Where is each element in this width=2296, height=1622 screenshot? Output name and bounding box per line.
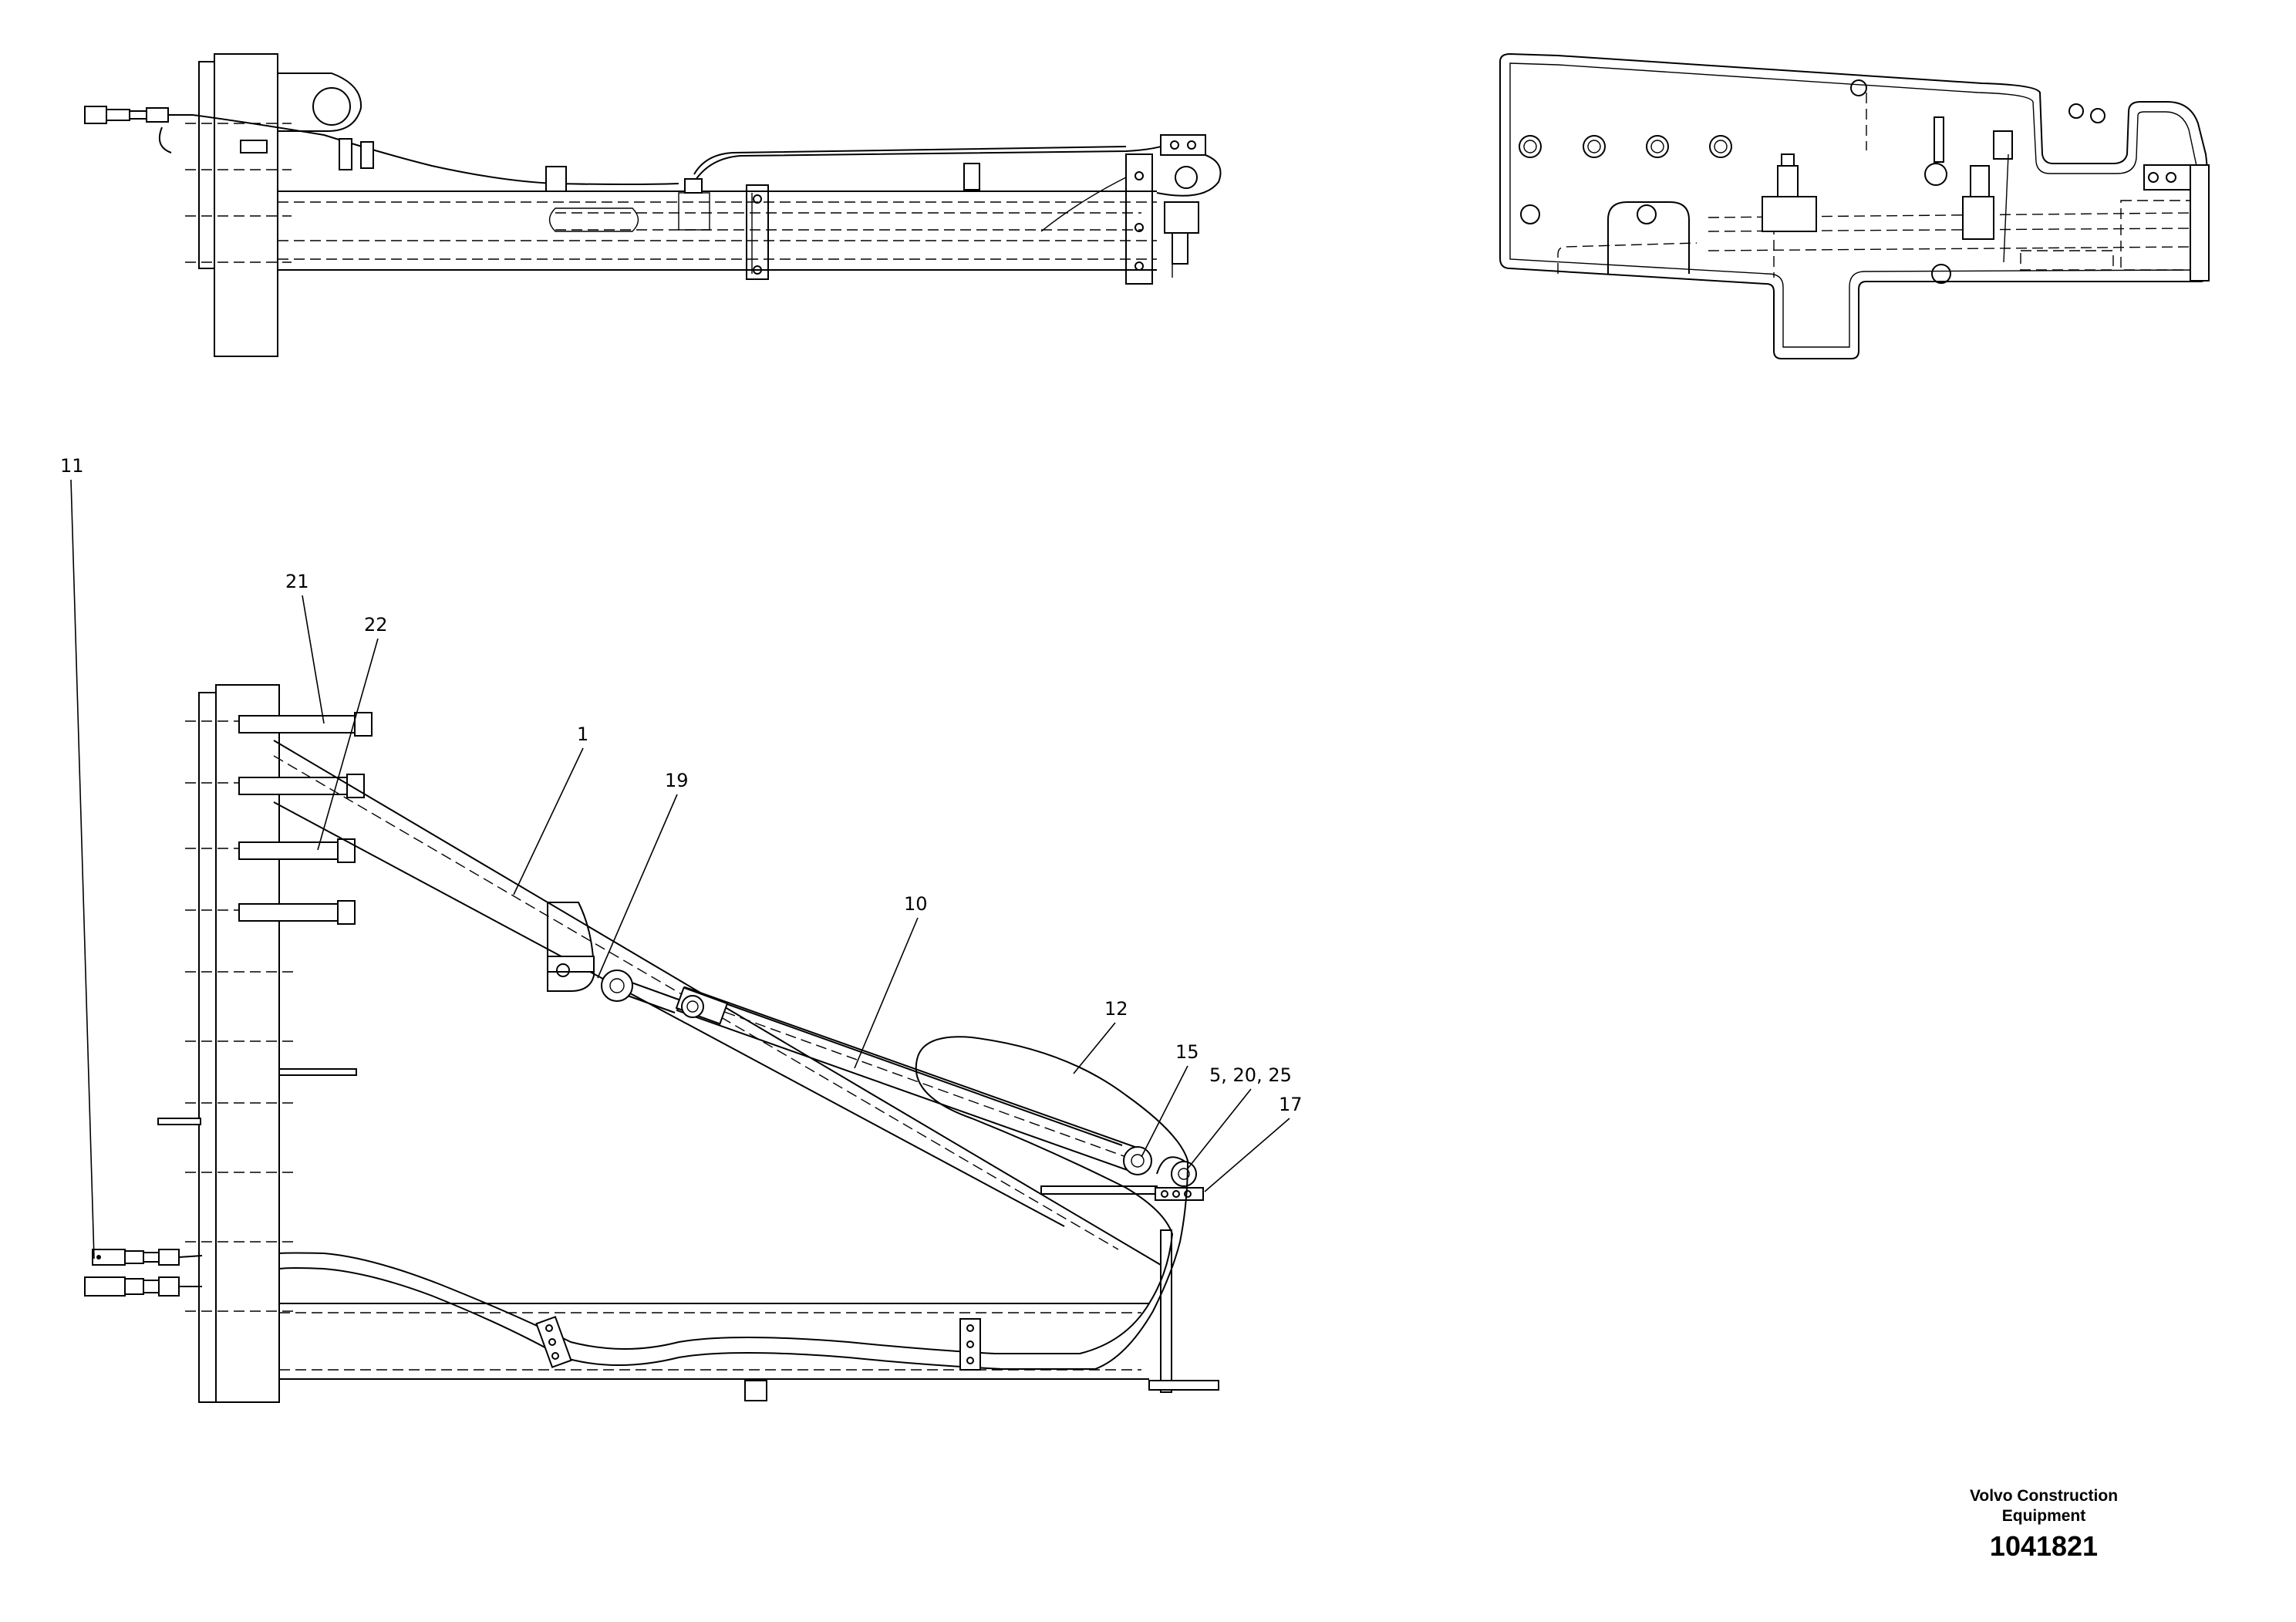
quick-couplers-lower [84,1249,203,1297]
callout-21: 21 [285,571,309,592]
main-assembly-view [84,684,1219,1403]
mounting-bolts [238,712,373,925]
bolt-heads-row [1519,135,1732,158]
top-plan-view [1499,52,2210,359]
rod-eye-bracket [547,902,633,1002]
callout-12: 12 [1104,998,1128,1020]
hydraulic-cylinder [619,979,1143,1174]
company-name-line1: Volvo Construction [1970,1487,2118,1505]
callout-17: 17 [1279,1094,1303,1115]
callout-5-20-25: 5, 20, 25 [1209,1064,1292,1086]
callout-15: 15 [1175,1041,1199,1063]
callout-1: 1 [577,723,588,745]
callout-19: 19 [665,770,689,791]
quick-coupler [84,106,193,153]
callout-22: 22 [364,614,388,636]
top-side-view [84,53,1222,357]
title-block: Volvo Construction Equipment 1041821 [1970,1487,2118,1562]
callout-11: 11 [60,455,84,477]
callout-10: 10 [904,893,928,915]
callouts: 11 21 22 1 19 10 12 15 5, 20, 25 17 [60,455,1303,1259]
company-name-line2: Equipment [2002,1507,2086,1525]
drawing-number: 1041821 [1990,1530,2098,1562]
